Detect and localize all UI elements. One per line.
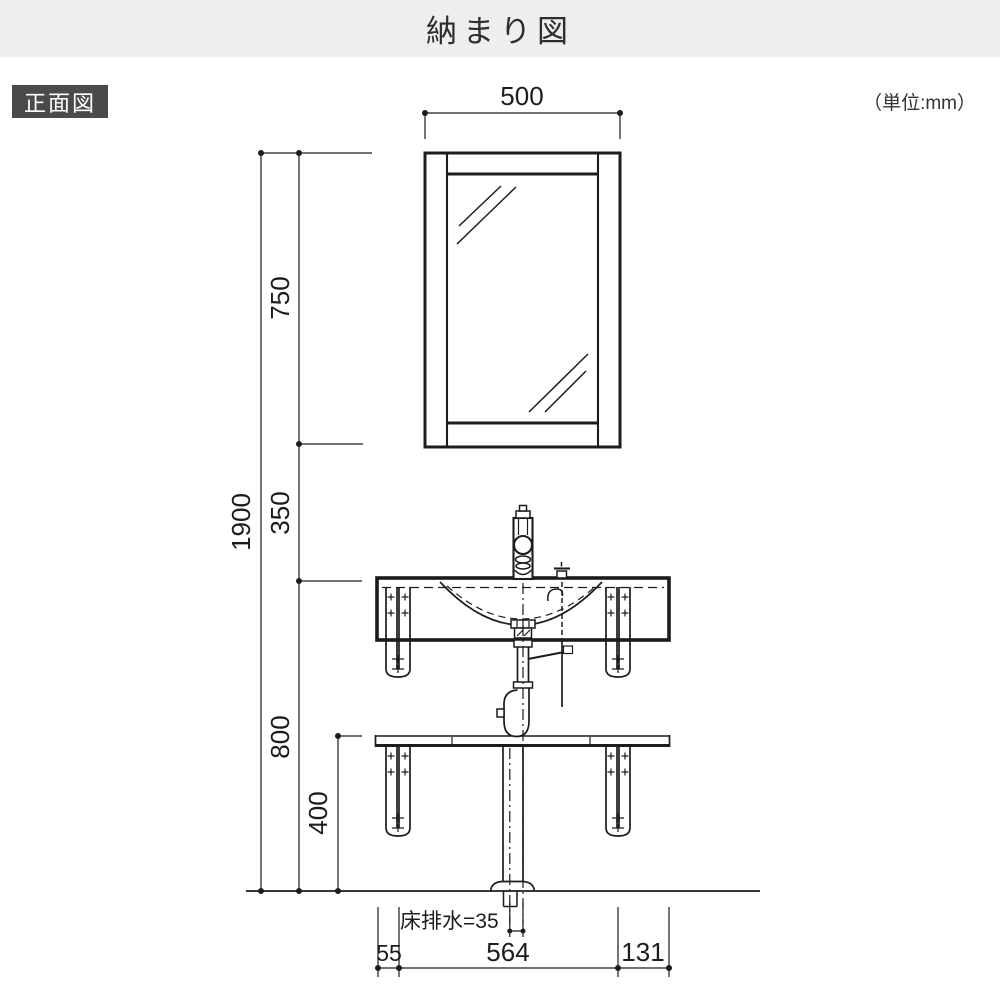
units-note: （単位:mm） — [863, 93, 976, 114]
trap-cleanout — [496, 708, 505, 718]
trap-fill — [504, 689, 529, 737]
trap-outline — [503, 688, 530, 738]
mirror-glass-marks — [456, 185, 589, 413]
faucet-detail-2 — [515, 562, 531, 570]
drop-pipe-walls — [502, 747, 524, 891]
popup-rod — [547, 562, 570, 707]
faucet-base-arc — [513, 569, 533, 576]
bottom-dims: 床排水=35 55 564 131 — [375, 902, 672, 977]
shelf-end-caps — [374, 735, 671, 747]
faucet-ring — [512, 534, 534, 556]
dim-shelf-height: 400 — [303, 791, 333, 834]
dim-left-offset: 55 — [376, 940, 402, 966]
mirror-stiles — [445, 154, 600, 446]
lever-clevis — [562, 645, 574, 655]
left-dims: 1900 750 350 800 400 — [226, 150, 372, 894]
dim-mirror-height: 750 — [265, 276, 295, 319]
popup-knob-base — [556, 570, 568, 579]
pipe-centerlines — [509, 583, 524, 925]
faucet — [512, 504, 534, 581]
dim-right-offset: 131 — [621, 937, 664, 967]
view-label-front: 正面図 — [12, 85, 108, 118]
dim-overall-height: 1900 — [226, 493, 256, 551]
shelf-bracket-left — [385, 745, 411, 837]
overflow-hook — [547, 588, 564, 602]
trap — [496, 688, 530, 738]
faucet-cap — [515, 510, 531, 519]
title-banner: 納まり図 — [0, 0, 1000, 57]
mirror — [423, 151, 622, 449]
dim-floor-drain: 床排水=35 — [400, 910, 499, 933]
faucet-handle — [518, 504, 528, 512]
dim-counter-height: 800 — [265, 715, 295, 758]
dim-mirror-width: 500 — [500, 81, 543, 111]
dim-gap-mirror-counter: 350 — [265, 491, 295, 534]
basin-hidden-line — [446, 585, 597, 620]
shelf-bracket-right — [605, 745, 631, 837]
dim-bracket-spacing: 564 — [486, 937, 529, 967]
dim-500: 500 — [422, 81, 623, 139]
shelf-joints — [451, 737, 591, 744]
faucet-body — [512, 516, 534, 581]
faucet-spout-column — [517, 519, 529, 535]
floor-flange — [490, 880, 535, 891]
drop-pipe — [490, 747, 535, 908]
mirror-frame — [423, 151, 622, 449]
page-title: 納まり図 — [426, 14, 574, 49]
drain-throat-hatch — [516, 629, 531, 637]
tailpipe — [516, 647, 530, 682]
mirror-rails — [448, 172, 597, 425]
